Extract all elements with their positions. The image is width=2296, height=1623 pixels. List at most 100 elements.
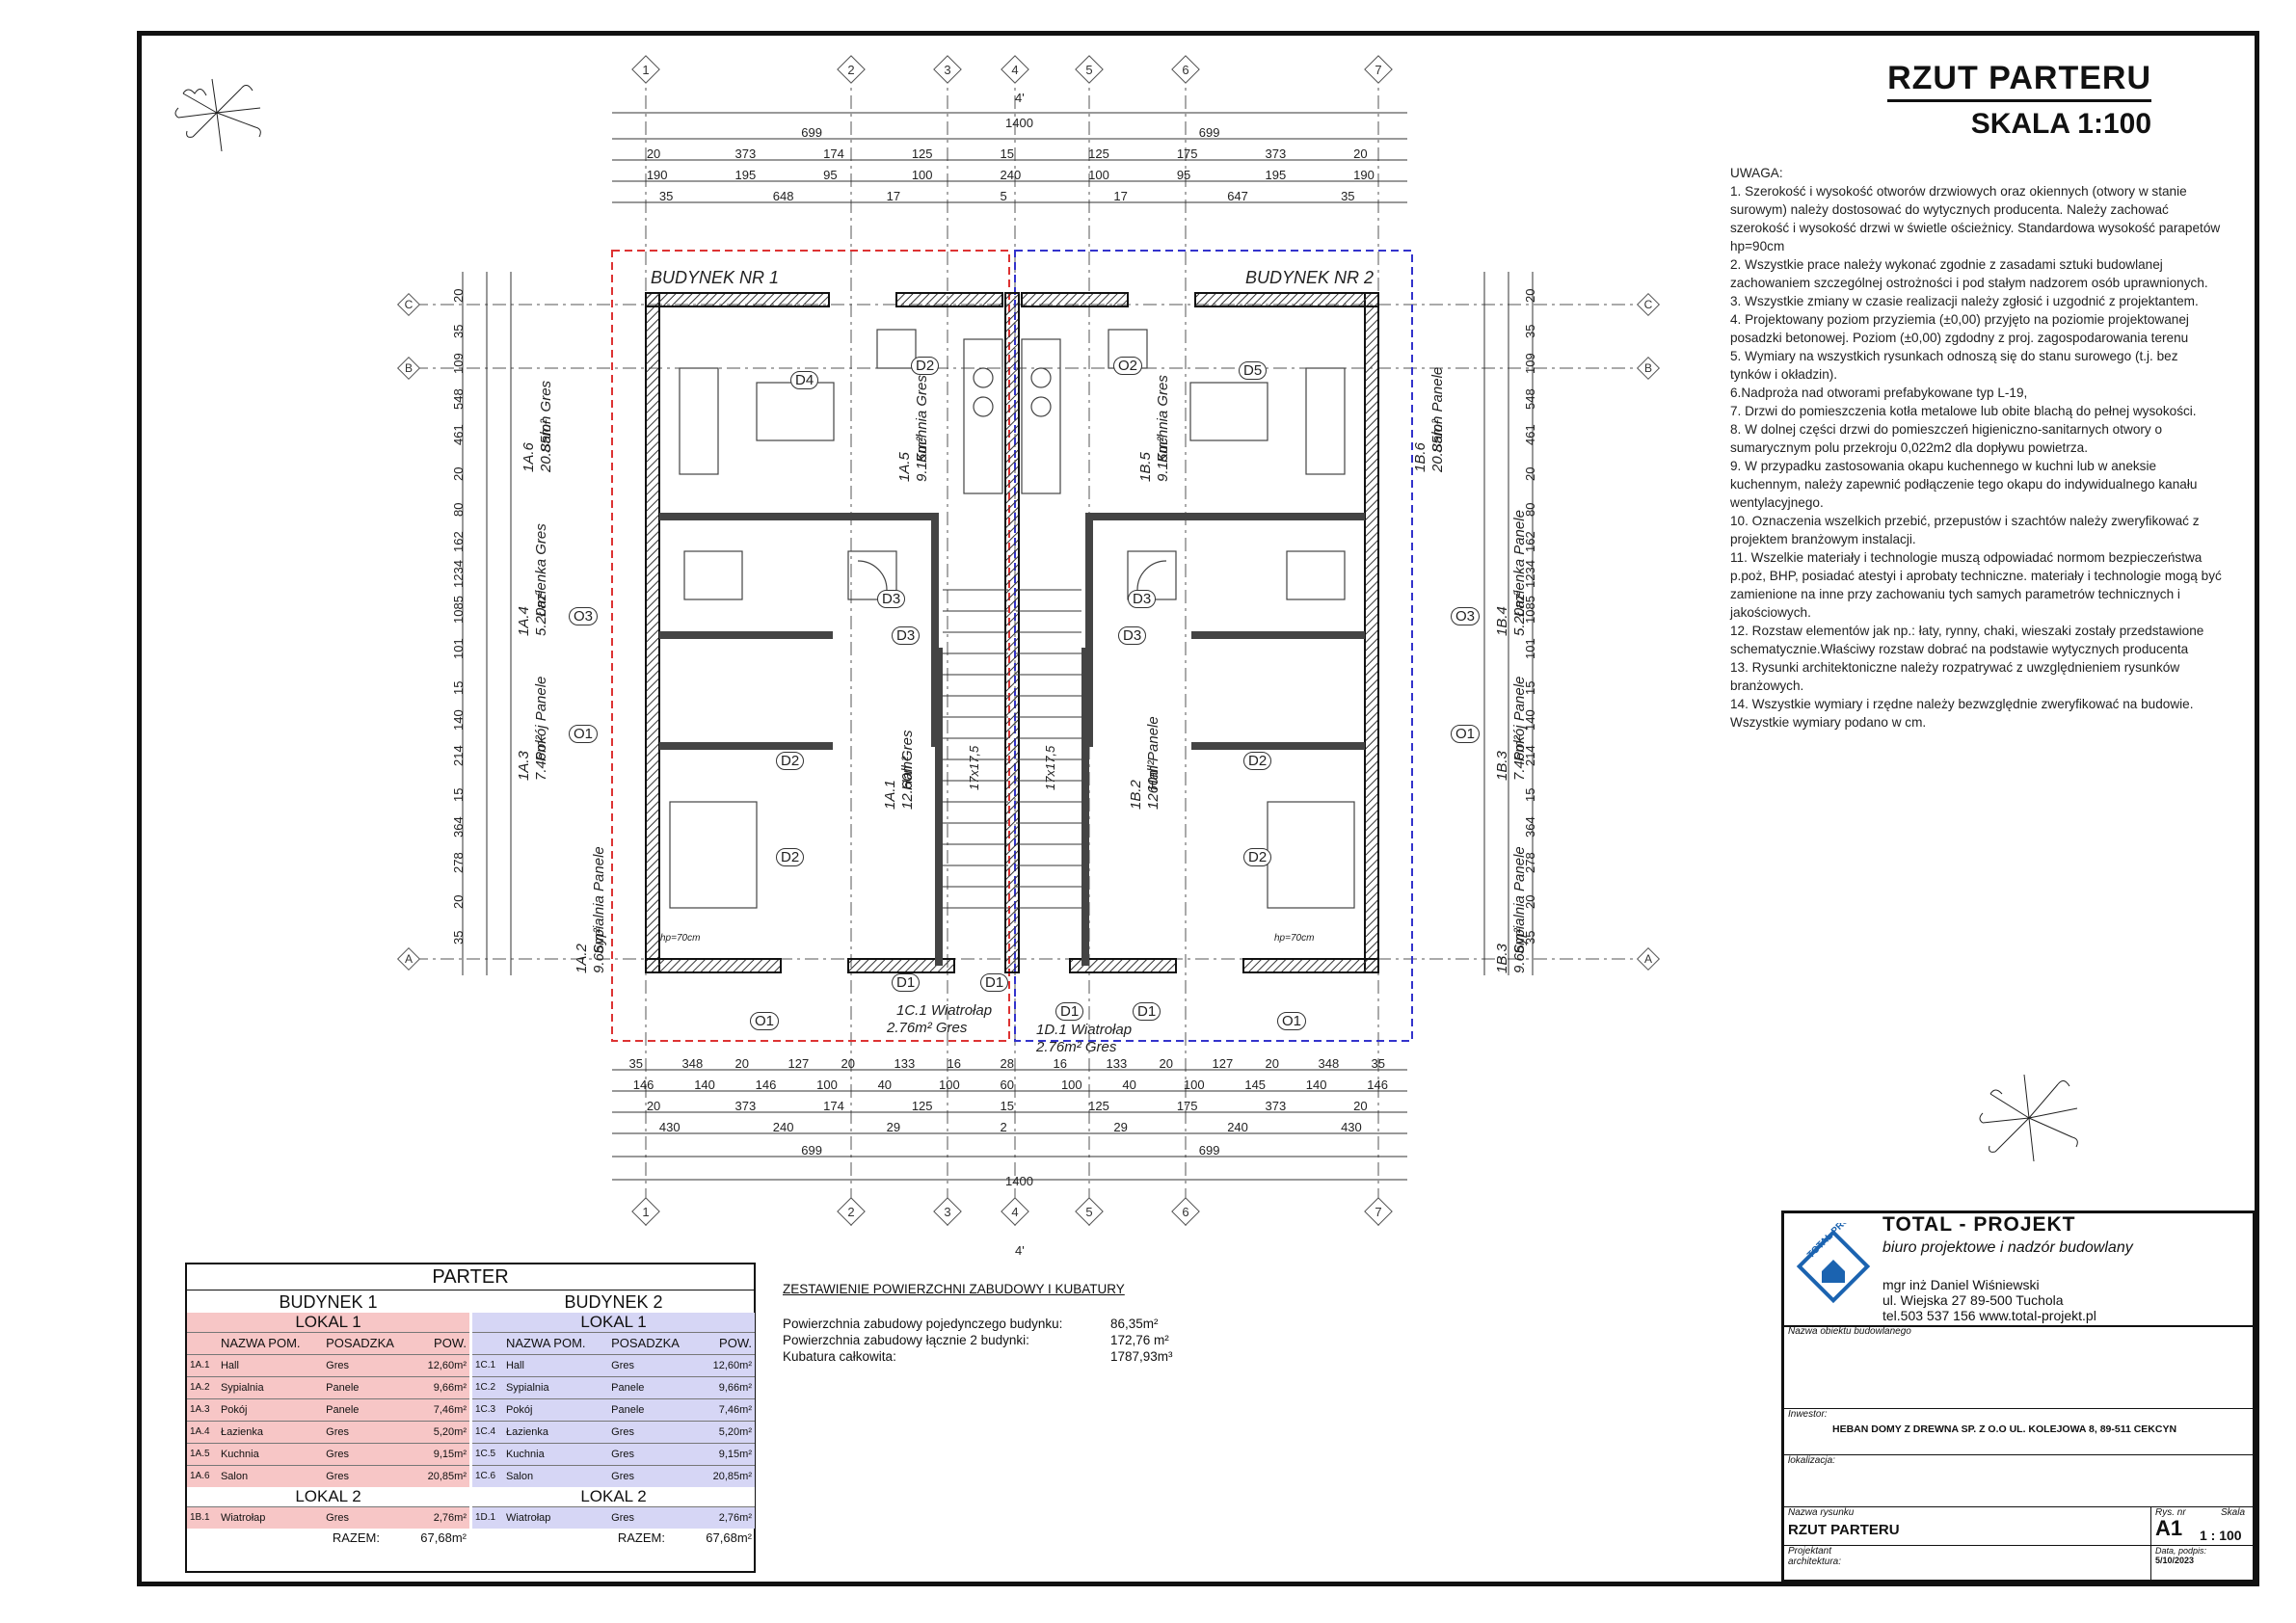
col-area: POW.	[434, 1336, 467, 1350]
row-axis-marker	[1636, 946, 1661, 971]
note-item: 6.Nadproża nad otworami prefabykowane ty…	[1730, 386, 2028, 400]
axis-marker	[1364, 55, 1393, 84]
note-item: 4. Projektowany poziom przyziemia (±0,00…	[1730, 312, 2189, 345]
building2-name: BUDYNEK 2	[564, 1292, 663, 1312]
cell-id: 1A.2	[190, 1382, 210, 1393]
cell-floor: Panele	[326, 1382, 360, 1394]
axis-label: 7	[1375, 63, 1381, 77]
total-label: RAZEM:	[617, 1530, 665, 1545]
summary-row: Kubatura całkowita:1787,93m³	[783, 1348, 1207, 1365]
note-item: 14. Wszystkie wymiary i rzędne należy be…	[1730, 697, 2194, 730]
cell-name: Łazienka	[505, 1426, 548, 1438]
col-floor: POSADZKA	[611, 1336, 680, 1350]
table-row: 1B.1 Wiatrołap Gres 2,76m²	[187, 1506, 469, 1529]
cell-area: 9,15m²	[433, 1449, 467, 1460]
drawing-title: RZUT PARTERU SKALA 1:100	[1887, 60, 2151, 141]
object-label: Nazwa obiektu budowlanego	[1788, 1326, 1911, 1337]
cell-id: 1A.3	[190, 1404, 210, 1415]
note-item: 3. Wszystkie zmiany w czasie realizacji …	[1730, 294, 2199, 308]
note-item: 5. Wymiary na wszystkich rysunkach odnos…	[1730, 349, 2178, 382]
col-name: NAZWA POM.	[220, 1336, 301, 1350]
cell-name: Hall	[505, 1360, 524, 1371]
cell-area: 5,20m²	[433, 1426, 467, 1438]
cell-id: 1A.6	[190, 1471, 210, 1481]
axis-marker	[1001, 55, 1029, 84]
note-item: 2. Wszystkie prace należy wykonać zgodni…	[1730, 257, 2208, 290]
cell-name: Kuchnia	[220, 1449, 259, 1460]
cell-area: 7,46m²	[433, 1404, 467, 1416]
cell-floor: Gres	[611, 1471, 634, 1482]
axis-marker	[1171, 55, 1200, 84]
axis-marker	[631, 55, 660, 84]
cell-area: 2,76m²	[718, 1512, 752, 1524]
cell-floor: Gres	[611, 1449, 634, 1460]
col-id	[187, 1333, 218, 1354]
company-person: mgr inż Daniel Wiśniewski	[1882, 1277, 2040, 1292]
notes-block: UWAGA:1. Szerokość i wysokość otworów dr…	[1730, 164, 2222, 732]
investor-label: Inwestor:	[1788, 1409, 1828, 1420]
designer-cell: Projektant architektura:	[1784, 1545, 2150, 1580]
axis-label: 5	[1085, 63, 1092, 77]
note-item: 1. Szerokość i wysokość otworów drzwiowy…	[1730, 184, 2221, 253]
table-row: 1D.1 Wiatrołap Gres 2,76m²	[472, 1506, 755, 1529]
cell-id: 1A.5	[190, 1449, 210, 1459]
cell-area: 20,85m²	[427, 1471, 467, 1482]
total-value: 67,68m²	[706, 1530, 752, 1545]
cell-id: 1C.3	[475, 1404, 496, 1415]
cell-name: Salon	[220, 1471, 249, 1482]
summary-label: Kubatura całkowita:	[783, 1349, 896, 1364]
note-item: 9. W przypadku zastosowania okapu kuchen…	[1730, 459, 2198, 510]
title-main: RZUT PARTERU	[1887, 60, 2151, 102]
note-item: 7. Drzwi do pomieszczenia kotła metalowe…	[1730, 404, 2197, 418]
building1-lokal1: LOKAL 1	[187, 1313, 469, 1332]
cell-id: 1C.5	[475, 1449, 496, 1459]
note-item: 10. Oznaczenia wszelkich przebić, przepu…	[1730, 514, 2200, 546]
axis-label: 2	[847, 63, 854, 77]
building1-col-header: NAZWA POM. POSADZKA POW.	[187, 1332, 469, 1354]
row-axis-marker	[1636, 292, 1661, 317]
row-axis-marker	[1636, 356, 1661, 381]
date-cell: Data, podpis: 5/10/2023	[2150, 1545, 2254, 1580]
cell-name: Sypialnia	[505, 1382, 549, 1394]
row-axis-label: B	[405, 361, 413, 375]
location-label: lokalizacja:	[1788, 1455, 1835, 1466]
summary-title: ZESTAWIENIE POWIERZCHNI ZABUDOWY I KUBAT…	[783, 1282, 1125, 1296]
axis-marker	[1364, 1197, 1393, 1226]
cell-floor: Gres	[326, 1426, 349, 1438]
col-name: NAZWA POM.	[505, 1336, 586, 1350]
cell-name: Wiatrołap	[220, 1512, 266, 1524]
axis-marker	[1171, 1197, 1200, 1226]
cell-area: 2,76m²	[433, 1512, 467, 1524]
sheet-label: Rys. nr	[2155, 1507, 2186, 1518]
tree-symbol-icon	[174, 78, 261, 152]
building1-lokal2: LOKAL 2	[187, 1487, 469, 1506]
building1-total: RAZEM: 67,68m²	[187, 1529, 469, 1548]
building2-lokal2: LOKAL 2	[472, 1487, 755, 1506]
cell-area: 20,85m²	[712, 1471, 752, 1482]
axis-label: 7	[1375, 1205, 1381, 1219]
company-logo: TOTAL PROJEKT	[1796, 1223, 1871, 1304]
row-axis-marker	[396, 946, 421, 971]
date-value: 5/10/2023	[2155, 1556, 2195, 1565]
cell-area: 9,66m²	[718, 1382, 752, 1394]
cell-floor: Panele	[611, 1404, 645, 1416]
cell-name: Hall	[220, 1360, 239, 1371]
cell-id: 1B.1	[190, 1512, 210, 1523]
cell-name: Łazienka	[220, 1426, 263, 1438]
axis-label: 2	[847, 1205, 854, 1219]
building2-total: RAZEM: 67,68m²	[472, 1529, 755, 1548]
axis-label: 3	[944, 1205, 950, 1219]
summary-row: Powierzchnia zabudowy pojedynczego budyn…	[783, 1316, 1207, 1332]
drawing-name-cell: Nazwa rysunku RZUT PARTERU	[1784, 1506, 2150, 1546]
axis-marker	[1075, 1197, 1104, 1226]
note-item: 8. W dolnej części drzwi do pomieszczeń …	[1730, 422, 2163, 455]
cell-id: 1A.1	[190, 1360, 210, 1370]
cell-name: Pokój	[220, 1404, 248, 1416]
axis-marker	[1001, 1197, 1029, 1226]
